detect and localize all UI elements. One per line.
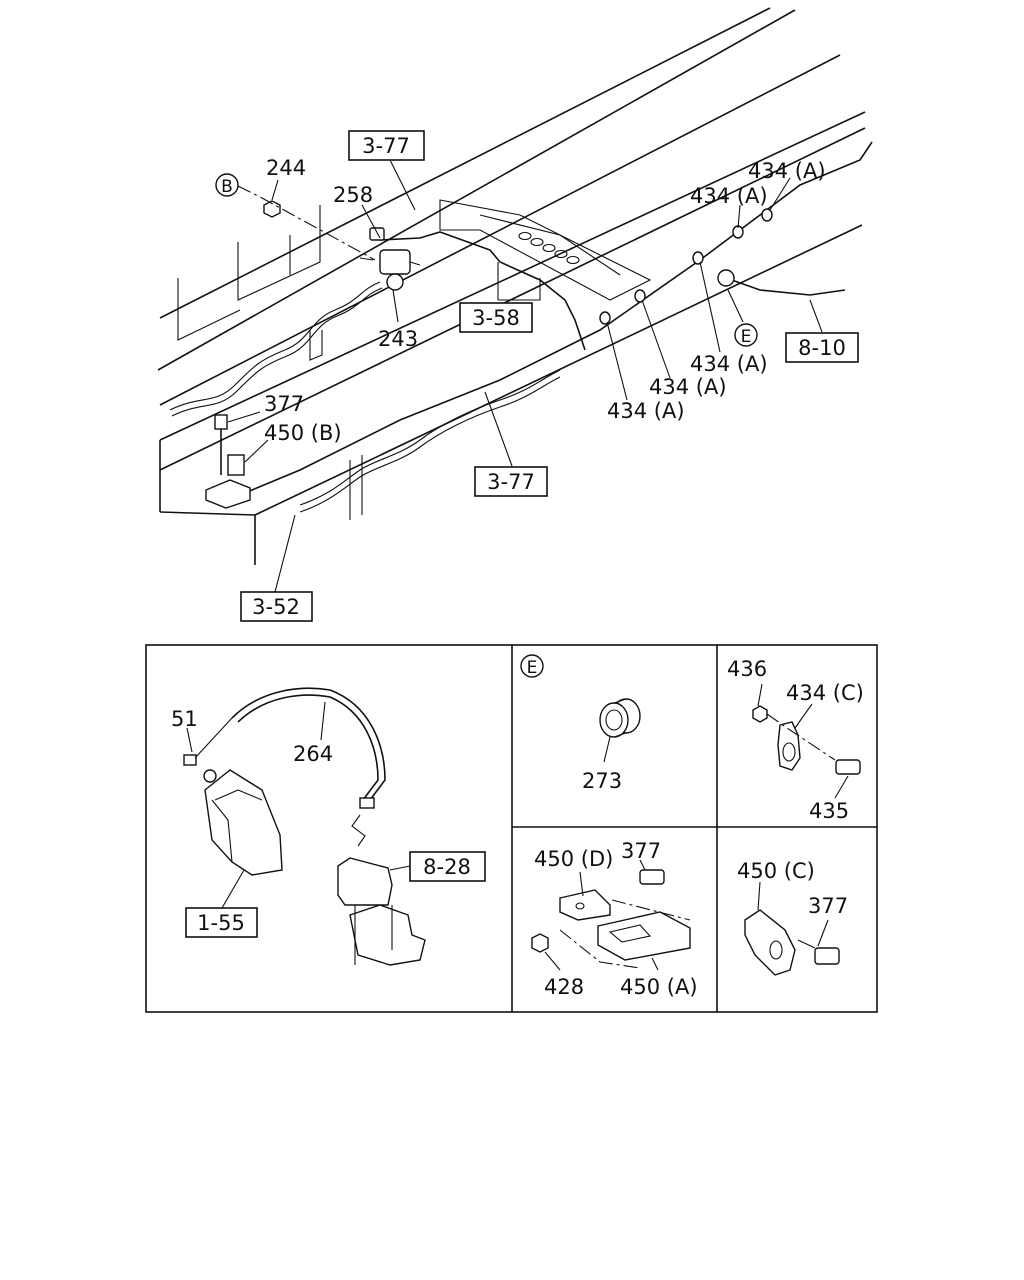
ref-box-3-52: 3-52	[240, 591, 313, 622]
crossmember-holes	[518, 231, 580, 265]
pipe-clips	[599, 208, 773, 325]
label-428: 428	[544, 975, 584, 999]
lower-bracket-bolt	[205, 414, 251, 509]
label-377-clamp: 377	[808, 894, 848, 918]
label-264: 264	[293, 742, 333, 766]
clamp-450c	[744, 881, 840, 976]
label-450c: 450 (C)	[737, 859, 815, 883]
chassis-frame-drawing	[157, 7, 866, 565]
valve-assembly	[359, 227, 421, 291]
label-377-bracket: 377	[621, 839, 661, 863]
nut-244	[263, 200, 281, 218]
label-434a-lower: 434 (A)	[607, 399, 685, 423]
label-434c: 434 (C)	[786, 681, 864, 705]
ref-1-55-text: 1-55	[197, 911, 245, 935]
ref-box-3-77-top: 3-77	[348, 130, 425, 161]
bracket-labels: 450 (D) 377 428 450 (A)	[534, 839, 698, 999]
ref-3-52-text: 3-52	[252, 595, 300, 619]
label-435: 435	[809, 799, 849, 823]
reservoir-assembly	[183, 687, 426, 966]
brackets-450d-450a	[531, 859, 691, 971]
label-434a-top-right: 434 (A)	[748, 159, 826, 183]
ref-box-1-55: 1-55	[185, 907, 258, 938]
label-377: 377	[264, 392, 304, 416]
ref-3-77-top-text: 3-77	[362, 134, 410, 158]
callout-e-top: E	[734, 323, 758, 347]
callout-e-panel: E	[520, 654, 544, 678]
main-leader-lines	[186, 701, 411, 909]
callout-b-letter: B	[221, 177, 233, 197]
callout-e-panel-letter: E	[527, 658, 538, 678]
label-243: 243	[378, 327, 418, 351]
label-244: 244	[266, 156, 306, 180]
label-436: 436	[727, 657, 767, 681]
detail-frame	[145, 644, 878, 1013]
ref-3-58-text: 3-58	[472, 306, 520, 330]
ref-3-77-bottom-text: 3-77	[487, 470, 535, 494]
brake-pipes	[239, 141, 873, 496]
label-434a-middle: 434 (A)	[649, 375, 727, 399]
ref-box-8-10: 8-10	[785, 332, 859, 363]
clip-c-labels: 436 434 (C) 435	[727, 657, 864, 823]
ref-8-10-text: 8-10	[798, 336, 846, 360]
label-450a: 450 (A)	[620, 975, 698, 999]
label-273: 273	[582, 769, 622, 793]
clamp-c-labels: 450 (C) 377	[737, 859, 848, 918]
grommet-273	[599, 698, 641, 763]
ref-8-28-text: 8-28	[423, 855, 471, 879]
ref-box-3-58: 3-58	[459, 302, 533, 333]
label-450b: 450 (B)	[264, 421, 342, 445]
label-258: 258	[333, 183, 373, 207]
label-51: 51	[171, 707, 198, 731]
label-434a-right: 434 (A)	[690, 352, 768, 376]
leader-lines-top	[227, 159, 823, 593]
label-450d: 450 (D)	[534, 847, 613, 871]
ref-box-3-77-bottom: 3-77	[474, 466, 548, 497]
clip-434c	[752, 683, 861, 799]
main-panel-labels: 51 264	[171, 707, 333, 766]
top-labels: 244 258 243 377 450 (B) 434 (A) 434 (A) …	[264, 156, 826, 445]
callout-b: B	[215, 173, 239, 197]
label-434a-upper: 434 (A)	[690, 184, 768, 208]
ref-box-8-28: 8-28	[409, 851, 486, 882]
callout-e-letter: E	[741, 327, 752, 347]
